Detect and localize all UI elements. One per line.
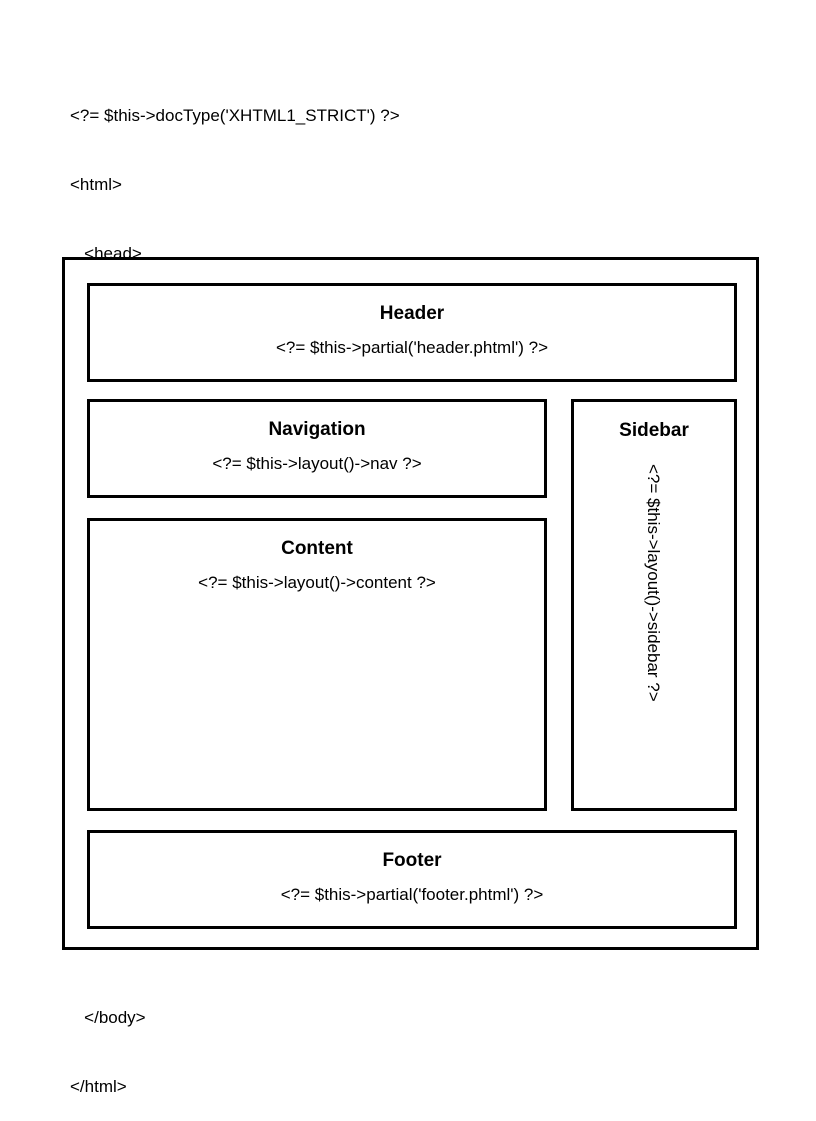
content-region-code: <?= $this->layout()->content ?> — [198, 573, 436, 592]
layout-region-footer: Footer <?= $this->partial('footer.phtml'… — [87, 830, 737, 929]
layout-region-content: Content <?= $this->layout()->content ?> — [87, 518, 547, 811]
content-region-title: Content — [281, 538, 353, 559]
code-line-html-open: <html> — [70, 175, 122, 194]
header-region-code: <?= $this->partial('header.phtml') ?> — [275, 338, 549, 357]
code-line-body-close: </body> — [70, 1008, 146, 1027]
code-line-html-close: </html> — [70, 1077, 127, 1096]
sidebar-region-code: <?= $this->layout()->sidebar ?> — [643, 464, 663, 702]
header-region-title: Header — [379, 303, 445, 324]
navigation-region-code: <?= $this->layout()->nav ?> — [212, 454, 422, 473]
layout-region-navigation: Navigation <?= $this->layout()->nav ?> — [87, 399, 547, 498]
layout-diagram-container: Header <?= $this->partial('header.phtml'… — [62, 257, 759, 950]
sidebar-region-title: Sidebar — [619, 420, 689, 441]
code-line-doctype: <?= $this->docType('XHTML1_STRICT') ?> — [70, 106, 400, 125]
navigation-region-title: Navigation — [268, 419, 366, 440]
footer-region-code: <?= $this->partial('footer.phtml') ?> — [280, 885, 544, 904]
layout-region-sidebar: Sidebar <?= $this->layout()->sidebar ?> — [571, 399, 737, 811]
sidebar-vertical-code-wrapper: <?= $this->layout()->sidebar ?> — [574, 464, 734, 804]
footer-region-title: Footer — [382, 850, 442, 871]
layout-region-header: Header <?= $this->partial('header.phtml'… — [87, 283, 737, 382]
bottom-code-block: </body> </html> — [70, 960, 146, 1121]
